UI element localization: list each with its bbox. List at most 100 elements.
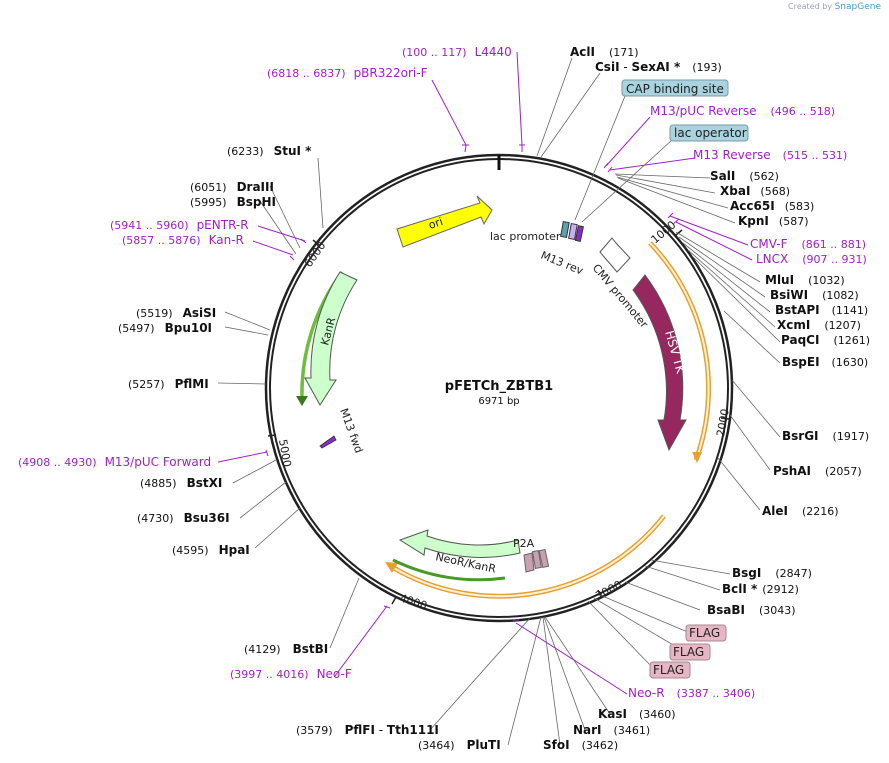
site-bstbi: (4129)BstBI bbox=[244, 642, 328, 656]
kanr-feature[interactable] bbox=[304, 271, 358, 406]
snapgene-logo: SnapGene bbox=[834, 2, 881, 12]
site-xbai: XbaI(568) bbox=[720, 184, 790, 198]
boxed-labels: CAP binding site lac operator FLAG FLAG … bbox=[574, 79, 749, 679]
site-bspei: BspEI(1630) bbox=[782, 355, 868, 369]
m13-fwd-glyph bbox=[319, 435, 337, 449]
site-csii-sexai: CsiI - SexAI *(193) bbox=[595, 60, 722, 74]
primer-pentr-r: (5941 .. 5960)pENTR-R bbox=[110, 218, 249, 232]
tick-label-5000: 5000 bbox=[276, 438, 294, 468]
hsv-tk-feature[interactable] bbox=[632, 274, 687, 452]
flag-label-3: FLAG bbox=[653, 663, 684, 677]
site-stui: (6233)StuI * bbox=[227, 144, 312, 158]
tick-label-6000: 6000 bbox=[302, 239, 329, 269]
primer-labels: (100 .. 117)L4440 (6818 .. 6837)pBR322or… bbox=[18, 45, 867, 700]
snapgene-watermark: Created by SnapGene bbox=[788, 2, 881, 12]
primer-m13-reverse: M13 Reverse(515 .. 531) bbox=[693, 148, 847, 162]
plasmid-name: pFETCh_ZBTB1 bbox=[445, 379, 553, 394]
neor-kanr-feature[interactable] bbox=[398, 529, 521, 558]
site-bsu36i: (4730)Bsu36I bbox=[137, 511, 230, 525]
site-labels-left: (3464)PluTI (3579)PflFI - Tth111I (4129)… bbox=[118, 144, 501, 752]
lac-operator-glyph bbox=[568, 223, 578, 240]
site-bsgi: BsgI(2847) bbox=[732, 566, 812, 580]
site-bpu10i: (5497)Bpu10I bbox=[118, 321, 212, 335]
site-bstxi: (4885)BstXI bbox=[140, 476, 222, 490]
orf-arrow-kanr bbox=[296, 396, 308, 406]
lac-promoter-label: lac promoter bbox=[490, 230, 561, 243]
flag-box-2 bbox=[669, 643, 711, 661]
tick-2000 bbox=[720, 417, 730, 420]
p2a-feature[interactable] bbox=[523, 552, 535, 573]
orf-arc-neokan bbox=[392, 558, 506, 582]
primer-kan-r: (5857 .. 5876)Kan-R bbox=[122, 233, 244, 247]
site-sali: SalI(562) bbox=[710, 169, 779, 183]
site-bsphi: (5995)BspHI bbox=[190, 195, 276, 209]
tick-4000 bbox=[391, 596, 397, 605]
primer-l4440: (100 .. 117)L4440 bbox=[402, 45, 512, 59]
lac-operator-label: lac operator bbox=[674, 126, 747, 140]
site-bsrgi: BsrGI(1917) bbox=[782, 429, 869, 443]
site-xcmi: XcmI(1207) bbox=[777, 318, 861, 332]
tick-1000 bbox=[675, 229, 683, 236]
p2a-label: P2A bbox=[513, 537, 535, 550]
orf-arc-hsvtk-inner bbox=[649, 242, 710, 461]
orf-arc-neo-inner bbox=[391, 515, 665, 598]
site-labels-right: AclI(171) CsiI - SexAI *(193) SalI(562) … bbox=[543, 45, 870, 752]
lac-promoter-glyph bbox=[560, 221, 570, 238]
site-bstapi: BstAPI(1141) bbox=[775, 303, 868, 317]
site-pflmi: (5257)PflMI bbox=[128, 377, 209, 391]
cap-binding-box bbox=[621, 79, 729, 97]
plasmid-length: 6971 bp bbox=[478, 396, 519, 407]
site-mlui: MluI(1032) bbox=[765, 273, 845, 287]
primer-neo-f: (3997 .. 4016)Neo-F bbox=[230, 667, 352, 681]
site-nari: NarI(3461) bbox=[573, 723, 650, 737]
site-pshai: PshAI(2057) bbox=[773, 464, 862, 478]
tick-label-4000: 4000 bbox=[398, 591, 429, 612]
tick-6000 bbox=[312, 239, 320, 246]
tick-label-2000: 2000 bbox=[714, 408, 732, 438]
site-sfoi: SfoI(3462) bbox=[543, 738, 618, 752]
site-bcli: BclI *(2912) bbox=[722, 582, 799, 596]
ori-label: ori bbox=[427, 215, 445, 232]
primer-pbr322ori-f: (6818 .. 6837)pBR322ori-F bbox=[267, 66, 428, 80]
primer-markers bbox=[217, 51, 753, 695]
flag-glyph-1 bbox=[531, 550, 542, 569]
m13-rev-label: M13 rev bbox=[539, 249, 586, 278]
site-alei: AleI(2216) bbox=[762, 504, 839, 518]
m13-fwd-label: M13 fwd bbox=[337, 407, 365, 455]
flag-box-3 bbox=[649, 661, 691, 679]
cmv-promoter-feature[interactable] bbox=[599, 237, 631, 273]
primer-lncx: LNCX(907 .. 931) bbox=[756, 252, 867, 266]
leader-lines-right bbox=[429, 57, 781, 746]
flag-glyph-2 bbox=[538, 548, 550, 569]
primer-cmv-f: CMV-F(861 .. 881) bbox=[750, 237, 866, 251]
site-bsiwi: BsiWI(1082) bbox=[770, 288, 859, 302]
primer-m13-puc-reverse: M13/pUC Reverse(496 .. 518) bbox=[650, 104, 835, 118]
tick-marks bbox=[267, 229, 730, 605]
site-paqci: PaqCI(1261) bbox=[781, 333, 870, 347]
site-kpni: KpnI(587) bbox=[738, 214, 809, 228]
site-pluti: (3464)PluTI bbox=[418, 738, 501, 752]
site-hpai: (4595)HpaI bbox=[172, 543, 250, 557]
orf-arrow-hsvtk bbox=[692, 452, 702, 463]
lac-operator-box bbox=[669, 124, 749, 142]
site-asisi: (5519)AsiSI bbox=[136, 306, 216, 320]
tick-3000 bbox=[597, 589, 602, 598]
primer-neo-r: Neo-R(3387 .. 3406) bbox=[628, 686, 755, 700]
site-acli: AclI(171) bbox=[570, 45, 639, 59]
m13-rev-glyph bbox=[574, 225, 584, 243]
tick-5000 bbox=[267, 434, 277, 437]
flag-label-2: FLAG bbox=[673, 645, 704, 659]
orf-arrow-neo bbox=[385, 562, 398, 573]
ori-feature[interactable] bbox=[396, 195, 493, 248]
flag-box-1 bbox=[685, 624, 727, 642]
site-kasi: KasI(3460) bbox=[598, 707, 676, 721]
cap-binding-label: CAP binding site bbox=[626, 82, 724, 96]
flag-label-1: FLAG bbox=[689, 626, 720, 640]
site-acc65i: Acc65I(583) bbox=[730, 199, 814, 213]
site-bsabi: BsaBI(3043) bbox=[707, 603, 796, 617]
site-pflfi-tth111i: (3579)PflFI - Tth111I bbox=[296, 723, 439, 737]
tick-labels: 1000 2000 3000 4000 5000 6000 bbox=[276, 218, 732, 612]
site-draiii: (6051)DraIII bbox=[190, 180, 274, 194]
primer-m13-puc-forward: (4908 .. 4930)M13/pUC Forward bbox=[18, 455, 211, 469]
